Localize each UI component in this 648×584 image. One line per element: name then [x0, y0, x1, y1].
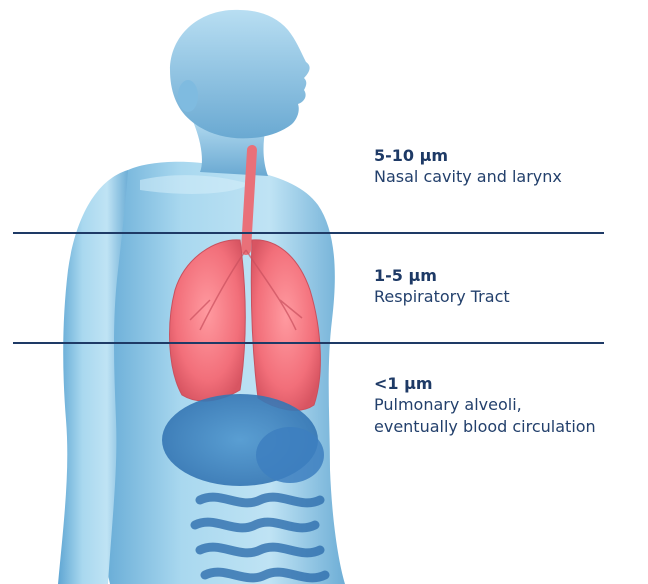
- stomach: [256, 427, 324, 483]
- head: [170, 10, 310, 138]
- zone-description: Nasal cavity and larynx: [374, 166, 562, 188]
- zone-label-alveoli: <1 µm Pulmonary alveoli, eventually bloo…: [374, 374, 596, 438]
- trachea: [246, 150, 252, 250]
- zone-description: Respiratory Tract: [374, 286, 510, 308]
- zone-label-nasal: 5-10 µm Nasal cavity and larynx: [374, 146, 562, 188]
- zone-size: <1 µm: [374, 374, 596, 394]
- zone-size: 5-10 µm: [374, 146, 562, 166]
- zone-size: 1-5 µm: [374, 266, 510, 286]
- zone-label-respiratory: 1-5 µm Respiratory Tract: [374, 266, 510, 308]
- ear: [178, 80, 198, 112]
- zone-description: Pulmonary alveoli, eventually blood circ…: [374, 394, 596, 438]
